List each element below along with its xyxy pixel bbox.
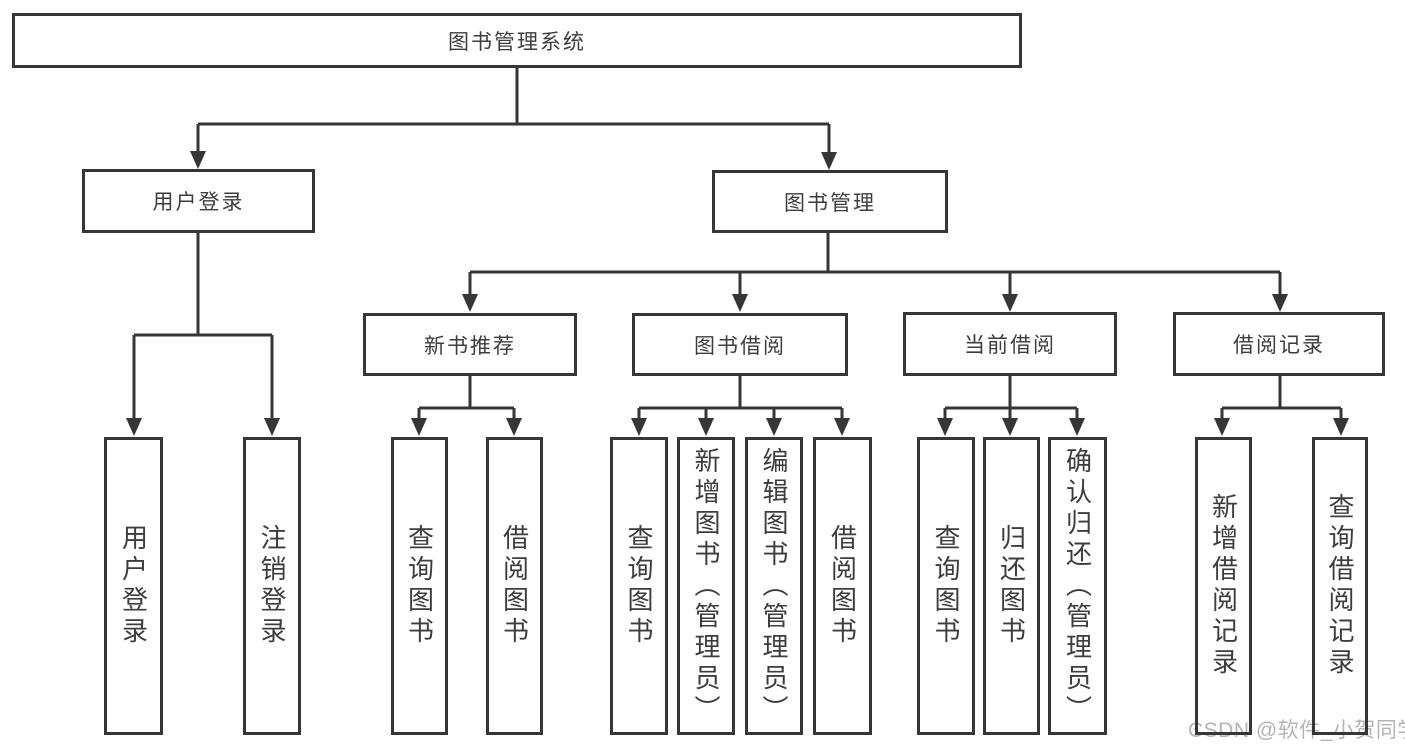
arrowhead-icon	[126, 418, 142, 436]
leaf-user-login: 用户登录	[104, 437, 163, 735]
leaf-return-book: 归还图书	[983, 437, 1040, 735]
node-label: 新书推荐	[424, 334, 516, 358]
leaf-label: 注销登录	[257, 524, 287, 648]
edge-paths	[132, 68, 1343, 420]
node-label: 图书管理	[784, 191, 876, 215]
node-borrow-records: 借阅记录	[1173, 312, 1385, 376]
node-root-system: 图书管理系统	[12, 13, 1022, 68]
arrowhead-icon	[732, 294, 748, 312]
arrowhead-icon	[1333, 418, 1349, 436]
leaf-borrow-book-recommend: 借阅图书	[486, 437, 543, 735]
arrowhead-icon	[1272, 294, 1288, 312]
leaf-label: 编辑图书（管理员）	[759, 446, 789, 726]
arrowhead-icon	[1214, 418, 1230, 436]
leaf-query-book-borrow: 查询图书	[610, 437, 668, 735]
leaf-label: 归还图书	[996, 524, 1027, 648]
node-label: 借阅记录	[1233, 334, 1325, 357]
arrowhead-icon	[698, 418, 714, 436]
arrowhead-icon	[462, 294, 478, 312]
arrowhead-icon	[821, 152, 837, 170]
node-book-management: 图书管理	[712, 170, 948, 233]
leaf-logout: 注销登录	[243, 437, 301, 735]
leaf-borrow-book-borrow: 借阅图书	[813, 437, 872, 735]
arrowheads	[126, 151, 1349, 436]
leaf-edit-book-admin: 编辑图书（管理员）	[745, 437, 803, 735]
node-book-borrow: 图书借阅	[632, 313, 848, 376]
leaf-query-book-recommend: 查询图书	[391, 437, 448, 735]
arrowhead-icon	[834, 418, 850, 436]
arrowhead-icon	[264, 418, 280, 436]
arrowhead-icon	[190, 151, 206, 169]
leaf-label: 查询图书	[404, 524, 435, 648]
leaf-add-book-admin: 新增图书（管理员）	[677, 437, 735, 735]
arrowhead-icon	[1002, 418, 1018, 436]
node-user-login: 用户登录	[82, 169, 315, 233]
leaf-label: 确认归还（管理员）	[1062, 446, 1093, 726]
arrowhead-icon	[937, 418, 953, 436]
leaf-label: 借阅图书	[827, 524, 858, 648]
arrowhead-icon	[1002, 294, 1018, 312]
node-label: 用户登录	[152, 191, 245, 214]
leaf-label: 查询图书	[624, 524, 654, 648]
leaf-query-borrow-record: 查询借阅记录	[1312, 437, 1368, 735]
leaf-query-book-current: 查询图书	[917, 437, 975, 735]
node-current-borrow: 当前借阅	[903, 312, 1117, 376]
leaf-label: 新增借阅记录	[1208, 493, 1239, 679]
leaf-label: 新增图书（管理员）	[691, 446, 721, 726]
arrowhead-icon	[411, 418, 427, 436]
node-label: 图书借阅	[694, 334, 786, 358]
arrowhead-icon	[766, 418, 782, 436]
arrowhead-icon	[631, 418, 647, 436]
leaf-label: 查询图书	[931, 524, 961, 648]
leaf-label: 用户登录	[118, 524, 149, 648]
node-new-book-recommend: 新书推荐	[363, 313, 577, 376]
edge-strokes	[132, 68, 1343, 420]
leaf-label: 借阅图书	[499, 524, 530, 648]
arrowhead-icon	[1069, 418, 1085, 436]
leaf-label: 查询借阅记录	[1325, 493, 1355, 679]
csdn-watermark: CSDN @软件_小贺同学	[1188, 719, 1405, 742]
arrowhead-icon	[506, 418, 522, 436]
node-label: 图书管理系统	[448, 30, 586, 54]
leaf-confirm-return-admin: 确认归还（管理员）	[1048, 437, 1107, 735]
leaf-add-borrow-record: 新增借阅记录	[1195, 437, 1252, 735]
node-label: 当前借阅	[964, 334, 1056, 357]
